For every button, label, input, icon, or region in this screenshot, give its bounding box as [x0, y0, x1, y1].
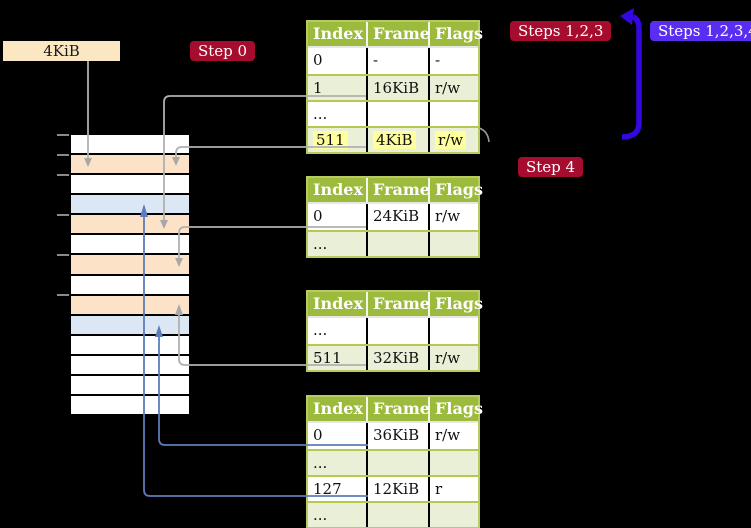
physical-memory-column	[69, 133, 191, 416]
cell-index: ...	[308, 451, 368, 475]
table-header-row: Index Frame Flags	[308, 178, 483, 204]
header-cell-frame: Frame	[368, 22, 430, 46]
header-cell-frame: Frame	[368, 397, 430, 421]
header-cell-index: Index	[308, 397, 368, 421]
header-cell-index: Index	[308, 178, 368, 202]
memory-frame-row	[71, 275, 189, 294]
header-cell-flags: Flags	[435, 399, 483, 418]
table-row: 0 24KiB r/w	[308, 204, 478, 230]
cell-index: 1	[308, 76, 368, 100]
page-table-level2: Index Frame Flags ... 511 32KiB r/w	[306, 290, 483, 372]
header-cell-flags: Flags	[435, 24, 483, 43]
memory-frame-row	[71, 295, 189, 314]
cell-index: 511	[308, 128, 368, 152]
memory-frame-row	[71, 215, 189, 234]
cell-flags: r/w	[435, 426, 461, 444]
tick-mark	[57, 254, 69, 256]
cell-index: 0	[308, 423, 368, 449]
table-header-row: Index Frame Flags	[308, 292, 483, 318]
table-row: 511 32KiB r/w	[308, 344, 478, 370]
table-row: 127 12KiB r	[308, 475, 478, 501]
cell-flags	[430, 102, 478, 126]
cell-index: 511	[308, 346, 368, 370]
cell-flags: r	[435, 480, 443, 498]
memory-frame-row	[71, 195, 189, 214]
page-table-level1: Index Frame Flags 0 36KiB r/w ... 127 12…	[306, 395, 483, 528]
tick-mark	[57, 134, 69, 136]
memory-frame-row	[71, 175, 189, 194]
memory-frame-row	[71, 315, 189, 334]
memory-frame-row	[71, 135, 189, 154]
table-header-row: Index Frame Flags	[308, 397, 483, 423]
cell-flags	[430, 451, 478, 475]
table-row: ...	[308, 100, 478, 126]
tick-mark	[57, 294, 69, 296]
table-row: ...	[308, 230, 478, 256]
header-cell-flags: Flags	[435, 180, 483, 199]
memory-frame-row	[71, 396, 189, 415]
cell-frame: 24KiB	[368, 204, 430, 230]
page-table-level4: Index Frame Flags 0 - - 1 16KiB r/w ... …	[306, 20, 483, 154]
table-row: ...	[308, 449, 478, 475]
stub-line	[478, 127, 490, 143]
header-cell-index: Index	[308, 292, 368, 316]
cell-flags: r/w	[435, 349, 461, 367]
step0-badge: Step 0	[190, 41, 256, 61]
cell-frame: 16KiB	[368, 76, 430, 100]
memory-frame-row	[71, 155, 189, 174]
table-row: 0 - -	[308, 48, 478, 74]
highlight: 511	[313, 131, 348, 149]
table-row: 1 16KiB r/w	[308, 74, 478, 100]
cell-frame	[368, 318, 430, 344]
tick-mark	[57, 154, 69, 156]
cell-frame	[368, 232, 430, 256]
cell-index: ...	[308, 503, 368, 527]
table-row: ...	[308, 501, 478, 527]
cell-frame	[368, 451, 430, 475]
cell-index: 127	[308, 477, 368, 501]
cell-flags	[430, 232, 478, 256]
page-table-level3: Index Frame Flags 0 24KiB r/w ...	[306, 176, 483, 258]
cell-flags: -	[435, 51, 441, 69]
step4-badge: Step 4	[518, 157, 584, 177]
cell-flags	[430, 503, 478, 527]
memory-frame-row	[71, 335, 189, 354]
cell-index: ...	[308, 102, 368, 126]
header-cell-frame: Frame	[368, 292, 430, 316]
header-cell-flags: Flags	[435, 294, 483, 313]
header-cell-index: Index	[308, 22, 368, 46]
cell-flags: r/w	[430, 128, 478, 152]
cell-flags: r/w	[435, 79, 461, 97]
steps-123-badge: Steps 1,2,3	[510, 21, 612, 41]
table-header-row: Index Frame Flags	[308, 22, 483, 48]
cell-frame	[368, 503, 430, 527]
cell-frame: 4KiB	[368, 128, 430, 152]
highlight: r/w	[435, 131, 467, 149]
cell-frame: 12KiB	[368, 477, 430, 501]
highlight: 4KiB	[373, 131, 416, 149]
cell-index: 0	[308, 204, 368, 230]
table-row-highlighted: 511 4KiB r/w	[308, 126, 478, 152]
frame-size-label: 4KiB	[3, 41, 120, 61]
table-row: 0 36KiB r/w	[308, 423, 478, 449]
memory-frame-row	[71, 255, 189, 274]
cell-index: ...	[308, 232, 368, 256]
cell-flags	[430, 318, 478, 344]
cell-frame	[368, 102, 430, 126]
cell-frame: 32KiB	[368, 346, 430, 370]
cell-frame: -	[368, 48, 430, 74]
tick-mark	[57, 174, 69, 176]
header-cell-frame: Frame	[368, 178, 430, 202]
cell-flags: r/w	[435, 207, 461, 225]
cell-frame: 36KiB	[368, 423, 430, 449]
memory-frame-row	[71, 355, 189, 374]
memory-frame-row	[71, 375, 189, 395]
memory-frame-row	[71, 235, 189, 254]
loop-arrow	[620, 8, 642, 140]
cell-index: 0	[308, 48, 368, 74]
steps-1234-badge: Steps 1,2,3,4	[650, 21, 751, 41]
table-row: ...	[308, 318, 478, 344]
tick-mark	[57, 214, 69, 216]
cell-index: ...	[308, 318, 368, 344]
